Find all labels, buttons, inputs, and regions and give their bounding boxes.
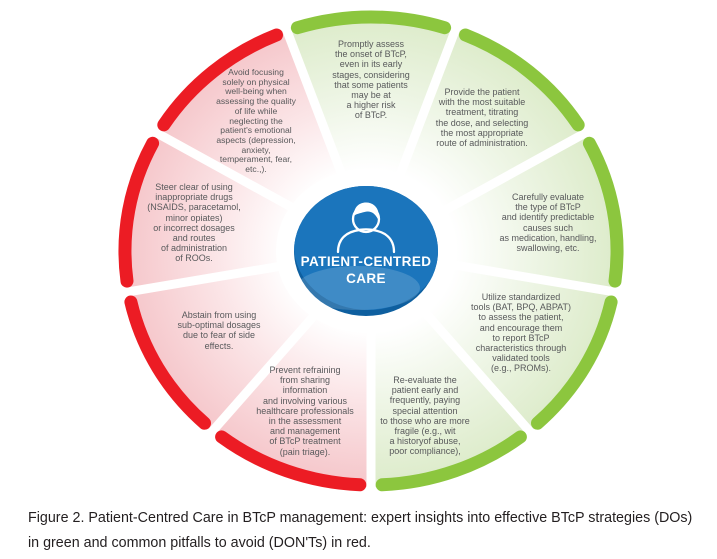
center-title: PATIENT-CENTRED CARE	[300, 254, 432, 286]
segment-wedge-promptly-assess	[286, 14, 456, 252]
segment-text-inappropriate-drugs: Steer clear of using inappropriate drugs…	[147, 182, 241, 264]
segment-rim-re-evaluate-patient	[375, 430, 527, 492]
segment-rim-promptly-assess	[290, 10, 452, 35]
center-circle-face	[294, 186, 438, 310]
segment-text-emotional-aspects: Avoid focusing solely on physical well-b…	[216, 67, 296, 175]
segment-text-pain-triage: Prevent refraining from sharing informat…	[256, 365, 354, 457]
segment-rim-provide-treatment	[459, 28, 585, 132]
segment-text-promptly-assess: Promptly assess the onset of BTcP, even …	[332, 39, 410, 121]
segment-text-provide-treatment: Provide the patient with the most suitab…	[435, 87, 529, 149]
segment-rim-standardized-tools	[531, 295, 618, 430]
segment-text-re-evaluate-patient: Re-evaluate the patient early and freque…	[380, 375, 470, 457]
segment-rim-pain-triage	[215, 430, 367, 492]
person-icon	[336, 202, 396, 254]
segment-rim-evaluate-btcp-type	[582, 136, 624, 288]
figure-caption: Figure 2. Patient-Centred Care in BTcP m…	[28, 510, 693, 551]
segment-text-evaluate-btcp-type: Carefully evaluate the type of BTcP and …	[499, 192, 597, 254]
segment-text-suboptimal-dosages: Abstain from using sub-optimal dosages d…	[177, 310, 261, 351]
segment-rim-suboptimal-dosages	[124, 295, 211, 430]
segment-rim-emotional-aspects	[157, 28, 283, 132]
gloss-highlight	[296, 266, 420, 310]
diagram	[118, 10, 624, 492]
segment-rim-inappropriate-drugs	[118, 136, 160, 288]
segment-text-standardized-tools: Utilize standardized tools (BAT, BPQ, AB…	[470, 292, 572, 374]
center-circle	[276, 169, 456, 333]
